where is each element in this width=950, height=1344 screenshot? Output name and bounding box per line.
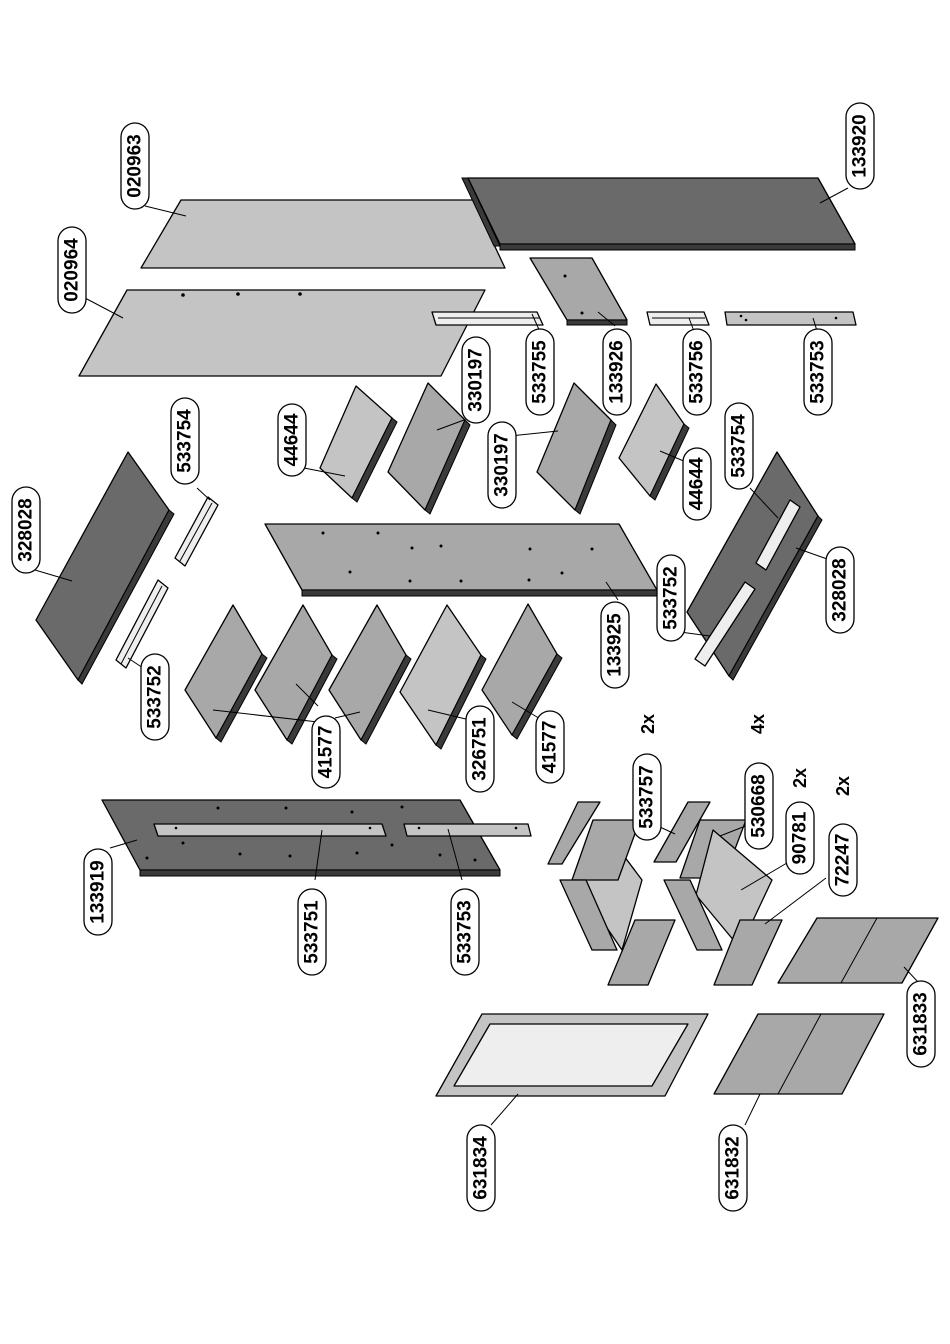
part-number: 330197 — [492, 433, 513, 496]
part-label-533756: 533756 — [683, 329, 711, 415]
parts-layer — [36, 178, 938, 1096]
panel-133926 — [530, 258, 627, 325]
part-number: 631834 — [471, 1136, 492, 1200]
part-number: 90781 — [790, 811, 811, 864]
panel-020964 — [79, 290, 485, 376]
part-label-330197: 330197 — [488, 422, 516, 508]
part-label-44644: 44644 — [278, 404, 306, 476]
part-label-533754: 533754 — [171, 398, 199, 484]
part-number: 533754 — [175, 409, 196, 473]
shelf-41577 — [185, 605, 267, 742]
part-number: 44644 — [687, 457, 708, 510]
door-631833 — [778, 918, 938, 983]
part-number: 328028 — [830, 558, 851, 621]
rail-533751 — [154, 824, 386, 836]
part-number: 330197 — [466, 348, 487, 411]
part-number: 020964 — [62, 238, 83, 302]
shelf-44644-a — [320, 386, 397, 502]
part-number: 41577 — [540, 721, 561, 774]
rail-533755 — [432, 312, 543, 325]
part-number: 533754 — [729, 414, 750, 478]
part-label-330197: 330197 — [462, 337, 490, 423]
rail-533753-top — [725, 312, 856, 325]
part-label-020964: 020964 — [58, 227, 86, 313]
part-label-133925: 133925 — [601, 602, 629, 688]
part-label-631832: 631832 — [719, 1125, 747, 1211]
part-label-631834: 631834 — [467, 1125, 495, 1211]
panel-328028-left — [36, 452, 174, 684]
part-number: 133919 — [88, 860, 109, 923]
part-number: 328028 — [16, 498, 37, 561]
quantity-label: 4x — [748, 714, 768, 734]
quantity-label: 2x — [790, 768, 810, 788]
part-number: 133926 — [607, 340, 628, 403]
part-number: 533753 — [808, 340, 829, 403]
part-number: 533755 — [530, 340, 551, 404]
shelf-330197-a — [388, 383, 470, 514]
part-number: 72247 — [833, 834, 854, 887]
part-label-326751: 326751 — [466, 706, 494, 792]
part-label-133919: 133919 — [84, 849, 112, 935]
part-label-533752: 533752 — [141, 654, 169, 740]
part-number: 530668 — [749, 774, 770, 837]
part-number: 020963 — [125, 134, 146, 197]
rail-533756 — [647, 312, 709, 325]
part-label-631833: 631833 — [907, 981, 935, 1067]
part-label-533751: 533751 — [298, 889, 326, 975]
quantity-label: 2x — [833, 776, 853, 796]
part-label-533753: 533753 — [451, 889, 479, 975]
part-label-533757: 533757 — [633, 754, 661, 840]
panel-133920 — [462, 178, 855, 250]
part-number: 533751 — [302, 900, 323, 964]
quantity-label: 2x — [638, 714, 658, 734]
part-label-90781: 90781 — [786, 802, 814, 874]
part-label-533753: 533753 — [804, 329, 832, 415]
part-number: 533756 — [687, 340, 708, 403]
part-label-133920: 133920 — [846, 103, 874, 189]
shelf-41577-c — [329, 605, 411, 744]
panel-020963 — [141, 200, 505, 268]
part-label-133926: 133926 — [603, 329, 631, 415]
part-label-328028: 328028 — [12, 487, 40, 573]
part-label-533754: 533754 — [725, 403, 753, 489]
part-label-44644: 44644 — [683, 448, 711, 520]
part-number: 41577 — [316, 726, 337, 779]
panel-133925 — [265, 524, 657, 596]
part-number: 326751 — [470, 717, 491, 781]
part-number: 533757 — [637, 765, 658, 828]
door-631832 — [714, 1014, 884, 1094]
part-number: 533752 — [145, 665, 166, 728]
part-number: 533753 — [455, 900, 476, 963]
panel-133919 — [102, 800, 500, 876]
part-number: 631833 — [911, 992, 932, 1055]
part-label-72247: 72247 — [829, 824, 857, 896]
part-number: 631832 — [723, 1136, 744, 1199]
part-number: 44644 — [282, 413, 303, 466]
part-label-530668: 530668 — [745, 763, 773, 849]
part-label-533752: 533752 — [657, 555, 685, 641]
part-number: 133925 — [605, 613, 626, 677]
part-label-328028: 328028 — [826, 547, 854, 633]
part-label-533755: 533755 — [526, 329, 554, 415]
part-label-41577: 41577 — [536, 711, 564, 783]
rail-533753-bottom — [404, 824, 531, 836]
part-number: 533752 — [661, 566, 682, 629]
part-label-020963: 020963 — [121, 123, 149, 209]
part-label-41577: 41577 — [312, 716, 340, 788]
rail-533754-left — [175, 497, 218, 566]
frame-631834 — [436, 1014, 708, 1096]
part-number: 133920 — [850, 114, 871, 177]
